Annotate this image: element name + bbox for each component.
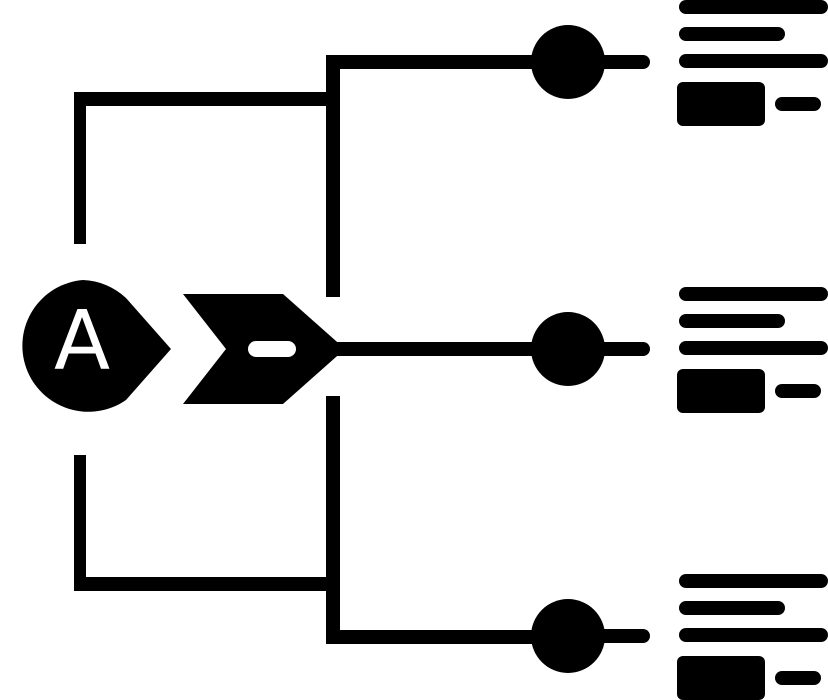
branch-bottom bbox=[531, 574, 828, 700]
text-block-middle bbox=[677, 287, 828, 413]
root-bracket bbox=[74, 92, 332, 591]
branch-middle bbox=[531, 287, 828, 413]
tree-trunk bbox=[326, 55, 541, 644]
branch-top bbox=[531, 0, 828, 126]
minus-symbol bbox=[248, 341, 296, 357]
branch-node-middle bbox=[531, 312, 605, 386]
branch-node-bottom bbox=[531, 599, 605, 673]
branch-node-top bbox=[531, 25, 605, 99]
text-block-top bbox=[677, 0, 828, 126]
text-block-bottom bbox=[677, 574, 828, 700]
root-letter: A bbox=[53, 294, 111, 389]
root-node bbox=[22, 280, 345, 412]
